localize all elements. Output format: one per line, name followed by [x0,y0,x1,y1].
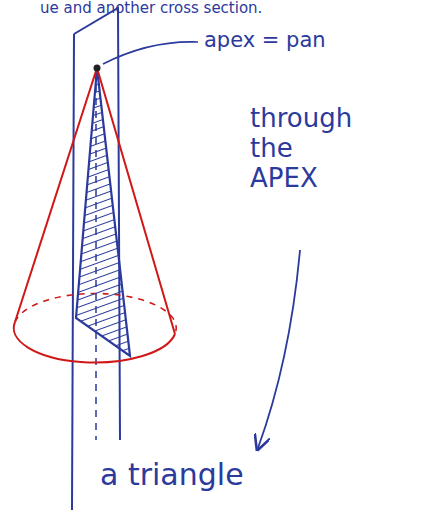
heading-fragment: ue and another cross section. [40,0,400,17]
apex-label: apex = pan [204,28,404,52]
apex-point [94,65,101,72]
note-text: through the APEX [250,104,360,194]
cone-sides [15,68,175,334]
cone-base-front [14,322,175,363]
pointer-arrow [258,250,300,448]
result-label: a triangle [100,458,360,493]
leader-line [103,42,198,64]
